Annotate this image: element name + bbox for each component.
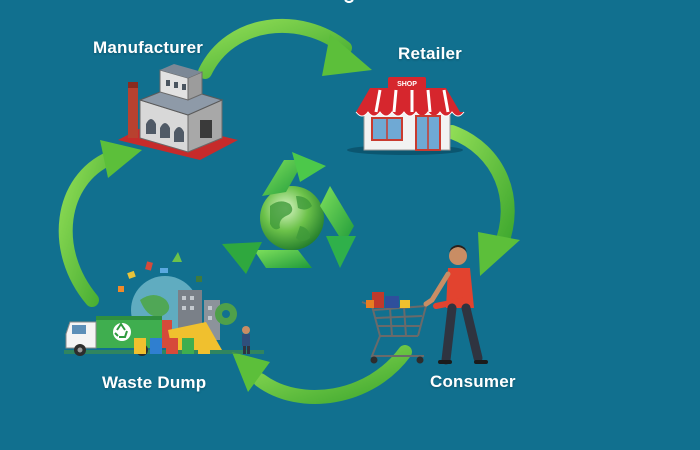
- arrow-waste-to-manufacturer: [58, 140, 142, 307]
- manufacturer-label: Manufacturer: [93, 38, 204, 57]
- recycle-globe-icon: [222, 152, 356, 274]
- waste-dump-label: Waste Dump: [102, 373, 207, 392]
- shopper-with-cart-icon: [361, 245, 488, 365]
- arrow-manufacturer-to-retailer: [198, 18, 372, 79]
- factory-icon: [118, 64, 238, 160]
- top-text-fragment: [344, 0, 354, 3]
- garbage-truck-icon: [64, 252, 264, 356]
- arrow-consumer-to-waste: [232, 345, 412, 404]
- arrow-retailer-to-consumer: [445, 125, 520, 276]
- shop-sign-text: SHOP: [397, 81, 417, 88]
- retailer-label: Retailer: [398, 44, 462, 63]
- consumer-label: Consumer: [430, 372, 516, 391]
- shop-icon: SHOP: [347, 77, 465, 155]
